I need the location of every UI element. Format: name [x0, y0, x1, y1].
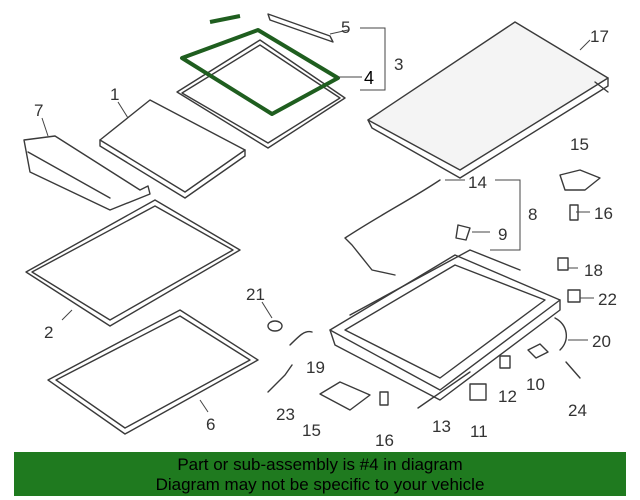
- callout-7: 7: [34, 101, 43, 120]
- callout-6: 6: [206, 415, 215, 434]
- part-15-bracket: [559, 169, 601, 191]
- part-glass-panel: [176, 39, 346, 149]
- callout-15a: 15: [570, 135, 589, 154]
- part-19-hose: [289, 330, 313, 346]
- callout-8: 8: [528, 205, 537, 224]
- part-12-bolt: [499, 355, 511, 369]
- part-sunroof-frame: [329, 249, 561, 401]
- callout-1: 1: [110, 85, 119, 104]
- part-22-clip: [567, 289, 581, 303]
- part-16-bolt: [379, 391, 389, 406]
- part-14-cable: [344, 179, 441, 276]
- banner-line-2: Diagram may not be specific to your vehi…: [155, 475, 485, 494]
- callout-10: 10: [526, 375, 545, 394]
- callout-9: 9: [498, 225, 507, 244]
- callout-labels: 5 3 4 1 7 17 15 14 8 9 16 18 22 21 2 19 …: [34, 18, 617, 450]
- callout-16a: 16: [594, 204, 613, 223]
- info-banner: Part or sub-assembly is #4 in diagram Di…: [14, 452, 626, 496]
- callout-24: 24: [568, 401, 587, 420]
- part-10-pad: [527, 343, 549, 359]
- callout-13: 13: [432, 417, 451, 436]
- callout-5: 5: [341, 18, 350, 37]
- callout-11: 11: [470, 422, 488, 441]
- callout-14: 14: [468, 173, 487, 192]
- part-6-lower-seal: [47, 309, 259, 435]
- callout-21: 21: [246, 285, 265, 304]
- banner-line-1: Part or sub-assembly is #4 in diagram: [177, 455, 463, 474]
- part-21-grommet: [267, 320, 283, 332]
- callout-2: 2: [44, 323, 53, 342]
- part-1-front-glass: [99, 99, 246, 199]
- parts-diagram: 5 3 4 1 7 17 15 14 8 9 16 18 22 21 2 19 …: [23, 13, 617, 450]
- part-11-clip: [469, 383, 487, 401]
- part-9-screw: [455, 224, 471, 241]
- part-24-hose: [565, 361, 581, 379]
- part-4-seal-highlighted: [180, 14, 340, 116]
- part-16-screw: [569, 204, 579, 221]
- callout-23: 23: [276, 405, 295, 424]
- part-7-deflector: [23, 135, 151, 211]
- callout-3: 3: [394, 55, 403, 74]
- callout-19: 19: [306, 358, 325, 377]
- part-20-hose: [554, 317, 567, 351]
- callout-12: 12: [498, 387, 517, 406]
- callout-18: 18: [584, 261, 603, 280]
- part-5-trim: [267, 13, 334, 43]
- leader-lines: [41, 27, 594, 413]
- part-18-screw: [557, 257, 569, 271]
- callout-4: 4: [364, 68, 374, 88]
- part-2-seal-ring: [25, 199, 241, 327]
- part-13-rail: [417, 371, 471, 409]
- callout-22: 22: [598, 290, 617, 309]
- part-17-sunshade: [367, 21, 609, 179]
- callout-20: 20: [592, 332, 611, 351]
- part-15-motor: [319, 381, 371, 411]
- part-23-hose: [267, 364, 293, 393]
- callout-17: 17: [590, 27, 609, 46]
- callout-16b: 16: [375, 431, 394, 450]
- callout-15b: 15: [302, 421, 321, 440]
